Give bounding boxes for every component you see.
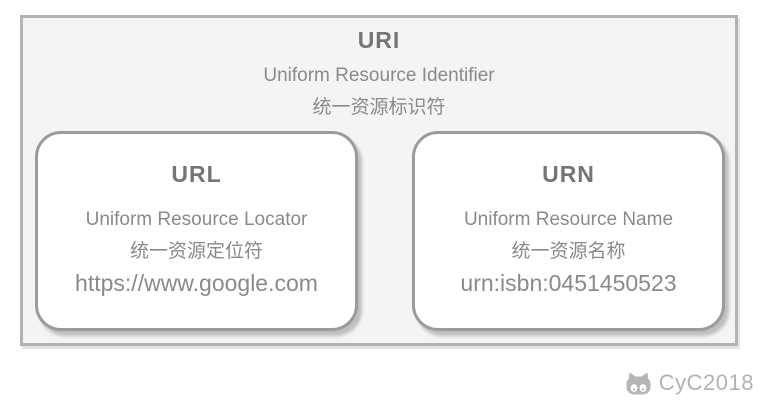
- uri-name-en: Uniform Resource Identifier: [263, 65, 495, 86]
- url-name-en: Uniform Resource Locator: [85, 209, 308, 230]
- urn-name-en: Uniform Resource Name: [463, 209, 674, 230]
- url-example: https://www.google.com: [75, 270, 318, 296]
- urn-example: urn:isbn:0451450523: [460, 270, 677, 296]
- url-box: URL Uniform Resource Locator 统一资源定位符 htt…: [35, 131, 358, 331]
- watermark: CyC2018: [624, 370, 754, 396]
- watermark-label: CyC2018: [658, 370, 754, 395]
- urn-name-zh: 统一资源名称: [511, 241, 626, 262]
- url-title: URL: [171, 161, 222, 187]
- urn-box: URN Uniform Resource Name 统一资源名称 urn:isb…: [412, 131, 725, 331]
- cat-logo-icon: [624, 371, 653, 396]
- urn-title: URN: [542, 161, 595, 187]
- url-name-zh: 统一资源定位符: [129, 241, 263, 262]
- uri-title: URI: [357, 27, 401, 53]
- uri-box: URI Uniform Resource Identifier 统一资源标识符 …: [20, 15, 738, 346]
- uri-header: URI Uniform Resource Identifier 统一资源标识符: [23, 27, 735, 119]
- uri-name-zh: 统一资源标识符: [312, 97, 446, 118]
